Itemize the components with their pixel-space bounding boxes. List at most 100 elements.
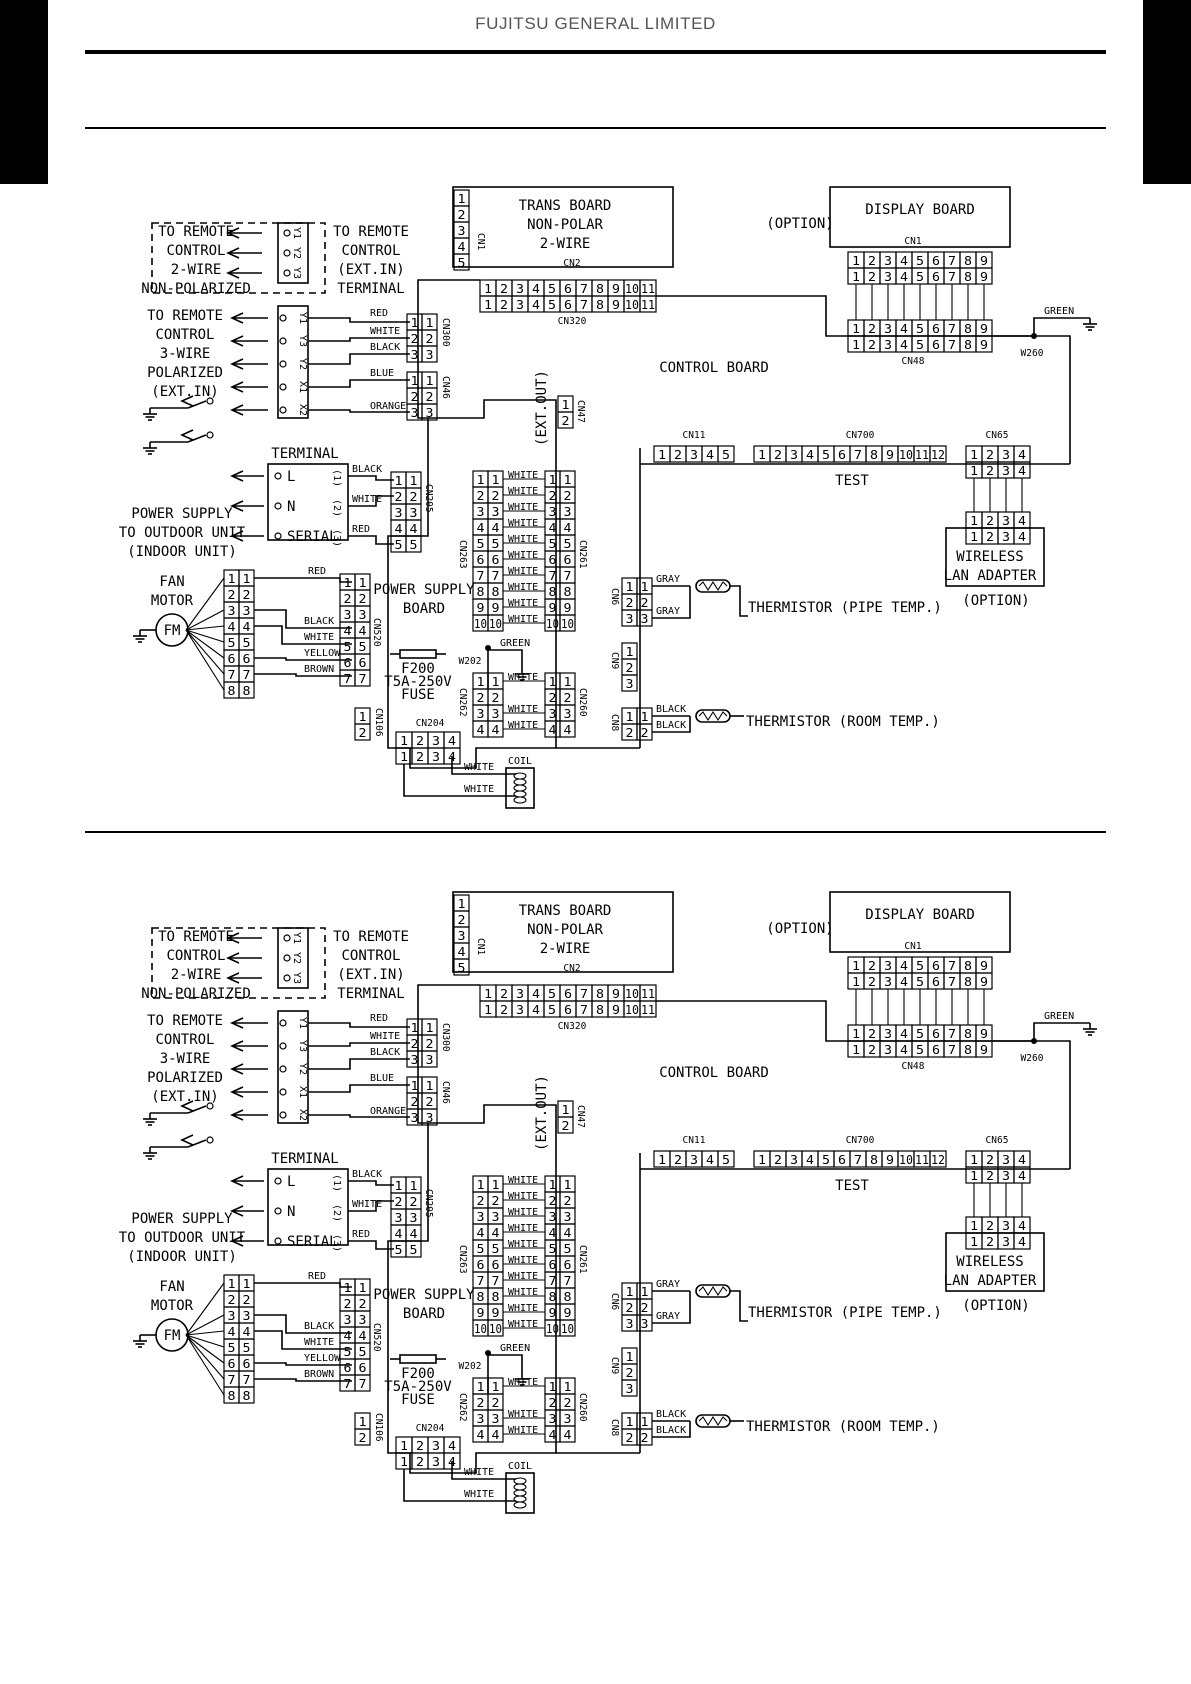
cn46-pins-pin: 3	[426, 1110, 434, 1125]
cn262-pins-pin: 4	[492, 1427, 500, 1442]
fan-connector-pins-cell	[238, 1386, 255, 1404]
cn520-pins-pin: 7	[344, 1376, 352, 1391]
trans-cn1-pins-pin: 2	[458, 207, 466, 222]
fan-motor-symbol: FM	[164, 1328, 181, 1344]
wire-label-red: RED	[308, 1271, 326, 1282]
wire-label-brown: BROWN	[304, 1369, 334, 1380]
cn263-label: CN263	[457, 1245, 468, 1274]
trans-board-box	[452, 186, 674, 268]
cn320-pins-pin: 4	[532, 297, 540, 312]
fan-connector-pins-pin: 5	[243, 635, 251, 650]
terminal-screw-icon	[274, 1177, 282, 1185]
cn48-pins-pin: 1	[852, 321, 860, 336]
cn263-label: CN263	[457, 540, 468, 569]
cn65b-pins-pin: 3	[1002, 1168, 1010, 1183]
cn204b-pins-pin: 2	[416, 1454, 424, 1469]
wire-white	[254, 625, 352, 645]
cn520-pins-pin: 2	[359, 591, 367, 606]
power-supply-label: (INDOOR UNIT)	[127, 1249, 237, 1265]
cn47-label: CN47	[575, 400, 586, 423]
cn204-label: CN204	[416, 1423, 445, 1434]
cn8-label: CN8	[609, 714, 620, 731]
cn520-pins-pin: 4	[344, 1328, 352, 1343]
wire-black	[348, 475, 394, 481]
cn520-pins-pin: 5	[359, 639, 367, 654]
trans-cn2-label: CN2	[563, 963, 580, 974]
company-header: FUJITSU GENERAL LIMITED	[475, 14, 716, 33]
fan-connector-pins-pin: 4	[243, 619, 251, 634]
cn262-pins-pin: 4	[477, 1427, 485, 1442]
power-supply-label: POWER SUPPLY	[131, 506, 233, 522]
cn6-pins-pin: 2	[626, 1300, 634, 1315]
cn700-pins-pin: 1	[758, 1152, 766, 1167]
power-supply-board-label: BOARD	[403, 1306, 445, 1322]
cn261-pins-pin: 6	[549, 1257, 557, 1272]
cn48-label: CN48	[902, 356, 925, 367]
cn48-pins-pin: 5	[916, 321, 924, 336]
cn48b-pins-cell	[975, 335, 993, 353]
fan-connector-pins-pin: 1	[228, 1276, 236, 1291]
display-cn1b-pins-pin: 4	[900, 974, 908, 989]
cn520-pins-pin: 1	[344, 1280, 352, 1295]
cn300-pins-pin: 2	[426, 331, 434, 346]
wireless-lan-adapter-box	[945, 1232, 1045, 1292]
wire-label-white: WHITE	[464, 1489, 494, 1500]
cn320-pins-pin: 9	[612, 1002, 620, 1017]
cn9-pins-pin: 1	[626, 644, 634, 659]
wire-label-white: WHITE	[508, 518, 538, 529]
cn205-pins-pin: 5	[395, 537, 403, 552]
cn261-pins-pin: 9	[564, 600, 572, 615]
trans-board-label: NON-POLAR	[527, 217, 603, 233]
cn263-pins-pin: 4	[477, 520, 485, 535]
cn2-pins-pin: 1	[484, 281, 492, 296]
arrow-icon	[180, 395, 194, 407]
fan-connector-pins-pin: 8	[228, 1388, 236, 1403]
display-board-title: DISPLAY BOARD	[865, 202, 975, 218]
cn320-pins-pin: 10	[625, 1002, 639, 1017]
cn65b-pins-pin: 4	[1018, 1168, 1026, 1183]
cn205-pins-pin: 2	[395, 489, 403, 504]
cn48-pins-pin: 5	[916, 1026, 924, 1041]
fan-motor-label: FAN	[159, 1279, 184, 1295]
cn48b-pins-pin: 7	[948, 1042, 956, 1057]
cn48b-pins-pin: 4	[900, 1042, 908, 1057]
wire-label-black: BLACK	[370, 1047, 400, 1058]
pin-code: X1	[297, 381, 308, 393]
cn106-label: CN106	[373, 1413, 384, 1442]
cn261-pins-pin: 3	[549, 504, 557, 519]
cn204b-pins-pin: 3	[432, 1454, 440, 1469]
terminal-screw-icon	[283, 974, 291, 982]
cn48-pins-pin: 4	[900, 1026, 908, 1041]
display-cn1-pins-pin: 8	[964, 958, 972, 973]
cn263-pins-pin: 5	[492, 1241, 500, 1256]
cn65b-pins-pin: 1	[970, 463, 978, 478]
wire-label-white: WHITE	[508, 1425, 538, 1436]
cn520-pins-pin: 3	[344, 607, 352, 622]
cn261-pins-pin: 4	[549, 520, 557, 535]
remote-3wire-label: CONTROL	[155, 1032, 214, 1048]
cn204-pins-pin: 3	[432, 1438, 440, 1453]
remote-2wire-label: TO REMOTE	[158, 929, 234, 945]
cn204-label: CN204	[416, 718, 445, 729]
cn2-pins-pin: 6	[564, 986, 572, 1001]
trans-cn1-label: CN1	[475, 938, 486, 955]
remote-3wire-terminal-block	[277, 305, 309, 419]
wiring-diagram-2: TO REMOTECONTROL2-WIRENON-POLARIZEDY1Y2Y…	[119, 891, 1097, 1514]
wire-label-red: RED	[370, 308, 388, 319]
display-cn1-pins-pin: 9	[980, 253, 988, 268]
cn9-pins-pin: 2	[626, 660, 634, 675]
wireless-b-pins-pin: 4	[1018, 529, 1026, 544]
cn11-pins-pin: 3	[690, 1152, 698, 1167]
trans-board-label: TRANS BOARD	[519, 903, 612, 919]
wire-label-white: WHITE	[508, 486, 538, 497]
cn261-pins-pin: 6	[549, 552, 557, 567]
cn263-pins-pin: 7	[492, 1273, 500, 1288]
fan-connector-pins-pin: 7	[243, 1372, 251, 1387]
cn263-pins-pin: 9	[492, 600, 500, 615]
terminal-screw-icon	[279, 337, 287, 345]
cn261-pins-pin: 5	[564, 1241, 572, 1256]
cn6-pins-pin: 3	[641, 611, 649, 626]
cn46-label: CN46	[440, 376, 451, 399]
cn300-pins-cell	[421, 1050, 438, 1068]
fuse-label: T5A-250V	[384, 674, 452, 690]
